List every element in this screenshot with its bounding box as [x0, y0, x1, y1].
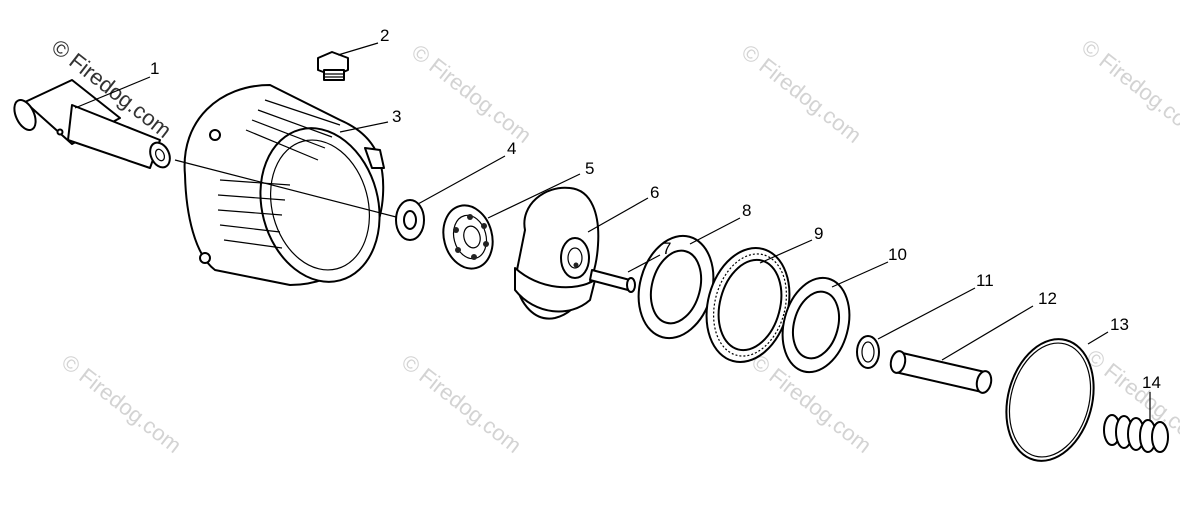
callout-14: 14: [1142, 373, 1161, 392]
watermark: © Firedog.com: [737, 39, 866, 148]
callout-10: 10: [888, 245, 907, 264]
part-10-washer: [781, 276, 851, 374]
callout-1: 1: [150, 59, 159, 78]
part-1-shaft: [13, 79, 171, 169]
part-13-o-ring: [1005, 338, 1095, 462]
callout-2: 2: [380, 26, 389, 45]
part-4-washer: [395, 199, 425, 241]
part-3-housing: [174, 84, 401, 286]
watermark: © Firedog.com: [57, 349, 186, 458]
callout-13: 13: [1110, 315, 1129, 334]
part-7-pin: [589, 269, 636, 293]
leader-lines: [74, 42, 1151, 420]
callout-7: 7: [662, 239, 671, 258]
callout-labels: 1 2 3 4 5 6 7 8 9 10 11 12 13 14: [150, 26, 1161, 392]
callout-12: 12: [1038, 289, 1057, 308]
part-6-impeller: [514, 186, 600, 320]
watermark: © Firedog.com: [397, 349, 526, 458]
callout-9: 9: [814, 224, 823, 243]
part-5-bearing: [442, 204, 494, 270]
callout-11: 11: [976, 271, 994, 290]
part-11-small-ring: [856, 335, 880, 369]
watermark: © Firedog.com: [1077, 34, 1180, 143]
part-14-spring: [1103, 414, 1169, 453]
callout-5: 5: [585, 159, 594, 178]
callout-6: 6: [650, 183, 659, 202]
part-9-thrust-bearing: [705, 247, 791, 363]
callout-8: 8: [742, 201, 751, 220]
part-8-ring: [637, 234, 715, 340]
part-2-plug: [317, 51, 349, 81]
callout-4: 4: [507, 139, 516, 158]
part-12-shaft: [889, 350, 993, 394]
watermark: © Firedog.com: [407, 39, 536, 148]
callout-3: 3: [392, 107, 401, 126]
